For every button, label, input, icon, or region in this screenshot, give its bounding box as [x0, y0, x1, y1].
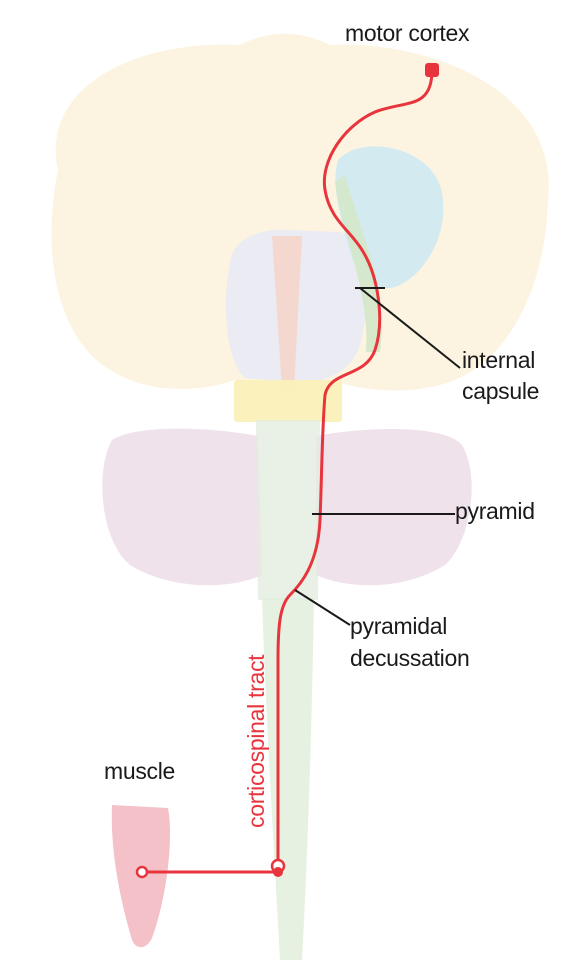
spinal-synapse-dot: [273, 867, 283, 877]
internal-capsule-label-line1: internal: [462, 347, 535, 373]
spinal-cord-shape: [262, 598, 314, 960]
cerebellum-left-shape: [102, 429, 262, 586]
pyramid-label: pyramid: [455, 498, 535, 524]
pyramidal-decussation-label-line2: decussation: [350, 645, 469, 671]
muscle-label: muscle: [104, 758, 175, 784]
pyramidal-decussation-label-line1: pyramidal: [350, 613, 447, 639]
cerebellum-right-shape: [316, 429, 472, 585]
motor-cortex-label: motor cortex: [345, 20, 470, 46]
internal-capsule-label-line2: capsule: [462, 378, 539, 404]
motor-cortex-node: [425, 63, 439, 77]
brainstem-shape: [256, 420, 320, 600]
muscle-endpoint-node: [137, 867, 147, 877]
corticospinal-tract-label: corticospinal tract: [243, 654, 269, 828]
brain-silhouette: [51, 34, 548, 960]
